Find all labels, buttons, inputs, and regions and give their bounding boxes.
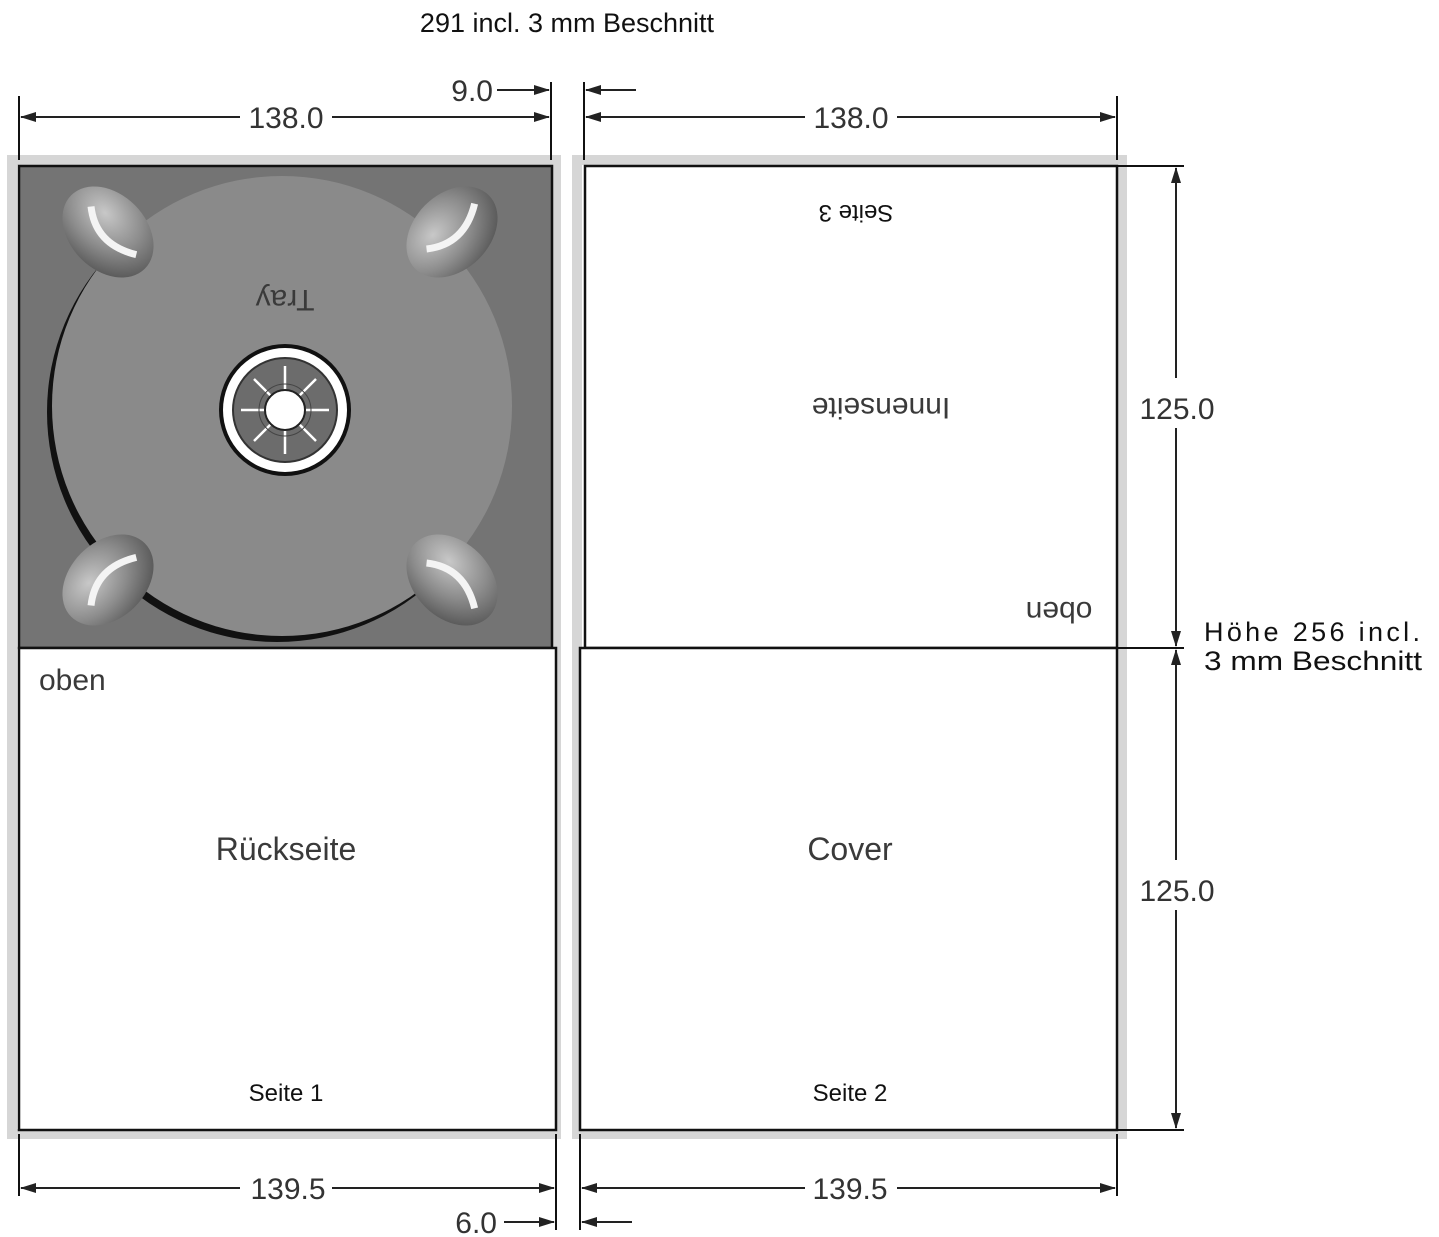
back-panel-label: Rückseite: [216, 831, 357, 867]
inside-panel-label: Innenseite: [812, 391, 950, 424]
cover-panel-label: Cover: [807, 831, 893, 867]
inside-orientation-label: oben: [1026, 595, 1093, 628]
tray-panel: Tray: [17, 164, 554, 650]
corner-clip-tr: [406, 186, 498, 278]
dim-top-right: 138.0: [813, 102, 888, 135]
total-height-line1: Höhe 256 incl.: [1204, 617, 1420, 647]
total-height-line2: 3 mm Beschnitt: [1204, 646, 1423, 676]
total-width-label: 291 incl. 3 mm Beschnitt: [420, 8, 715, 38]
dim-top-gap: 9.0: [451, 75, 493, 108]
back-panel: oben Rückseite Seite 1: [17, 646, 558, 1132]
cover-panel: Cover Seite 2: [578, 646, 1119, 1132]
cover-panel-frame: [578, 646, 1119, 1132]
corner-clip-bl: [62, 534, 154, 626]
back-page-label: Seite 1: [249, 1080, 324, 1107]
dim-top-left: 138.0: [248, 102, 323, 135]
top-dimensions: [20, 85, 1116, 122]
inside-panel-frame: [583, 164, 1119, 650]
disc-hub: [219, 344, 351, 476]
corner-clip-tl: [62, 186, 154, 278]
inside-panel: Seite 3 Innenseite oben: [583, 164, 1119, 650]
bottom-dimensions: [20, 1183, 1116, 1227]
tray-label: Tray: [256, 283, 315, 316]
dim-bottom-right: 139.5: [812, 1173, 887, 1206]
dim-bottom-gap: 6.0: [455, 1207, 497, 1237]
dim-bottom-left: 139.5: [250, 1173, 325, 1206]
corner-clip-br: [406, 534, 498, 626]
back-panel-frame: [17, 646, 558, 1132]
extension-lines: [18, 82, 1184, 1230]
cover-page-label: Seite 2: [813, 1080, 888, 1107]
dim-lower-height: 125.0: [1139, 875, 1214, 908]
inside-page-label: Seite 3: [819, 199, 894, 226]
back-orientation-label: oben: [39, 664, 106, 697]
dim-upper-height: 125.0: [1139, 393, 1214, 426]
